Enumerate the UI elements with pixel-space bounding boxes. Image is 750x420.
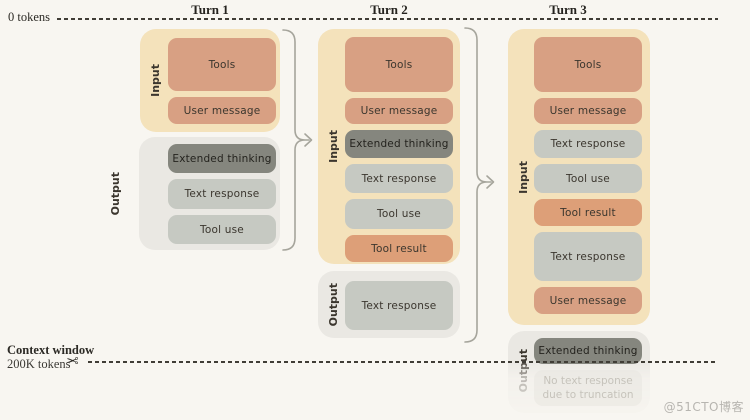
turn1-input-label: Input xyxy=(148,64,162,97)
turn2-output-label: Output xyxy=(326,282,340,327)
turn-2-title: Turn 2 xyxy=(370,2,408,17)
watermark: @51CTO博客 xyxy=(663,400,744,414)
zero-tokens-dashed-line xyxy=(57,18,718,20)
turn1-to-turn2-arrow xyxy=(282,29,313,251)
context-window-dashed-line xyxy=(88,361,718,363)
block-user-message: User message xyxy=(168,97,276,124)
truncation-note: No text response due to truncation xyxy=(534,370,642,406)
block-text-response: Text response xyxy=(534,130,642,158)
turn2-to-turn3-arrow xyxy=(464,27,495,343)
block-tool-use: Tool use xyxy=(345,199,453,229)
block-tool-result: Tool result xyxy=(345,235,453,262)
scissors-icon: ✂ xyxy=(66,352,79,370)
block-extended-thinking: Extended thinking xyxy=(345,130,453,158)
block-tool-use: Tool use xyxy=(168,215,276,244)
block-text-response: Text response xyxy=(345,164,453,193)
zero-tokens-label: 0 tokens xyxy=(8,10,51,24)
block-text-response-tall: Text response xyxy=(534,232,642,281)
block-tools: Tools xyxy=(345,37,453,92)
block-user-message: User message xyxy=(534,98,642,124)
truncation-note-line1: No text response xyxy=(543,374,633,387)
truncation-note-line2: due to truncation xyxy=(542,389,634,401)
turn1-output-label: Output xyxy=(108,171,122,216)
turn3-input-label: Input xyxy=(516,160,530,194)
block-user-message: User message xyxy=(345,98,453,124)
block-tool-result: Tool result xyxy=(534,199,642,226)
block-tool-use: Tool use xyxy=(534,164,642,193)
turn-1-title: Turn 1 xyxy=(191,2,229,17)
block-text-response: Text response xyxy=(168,179,276,209)
context-window-tokens-label: 200K tokens xyxy=(7,357,71,371)
block-extended-thinking: Extended thinking xyxy=(168,144,276,173)
turn-3-title: Turn 3 xyxy=(549,2,587,17)
block-tools: Tools xyxy=(168,38,276,91)
context-window-label: Context window xyxy=(7,343,95,357)
block-extended-thinking: Extended thinking xyxy=(534,338,642,364)
block-tools: Tools xyxy=(534,37,642,92)
block-user-message-2: User message xyxy=(534,287,642,314)
block-text-response: Text response xyxy=(345,281,453,330)
turn2-input-label: Input xyxy=(326,130,340,163)
turn3-output-label: Output xyxy=(516,349,530,393)
